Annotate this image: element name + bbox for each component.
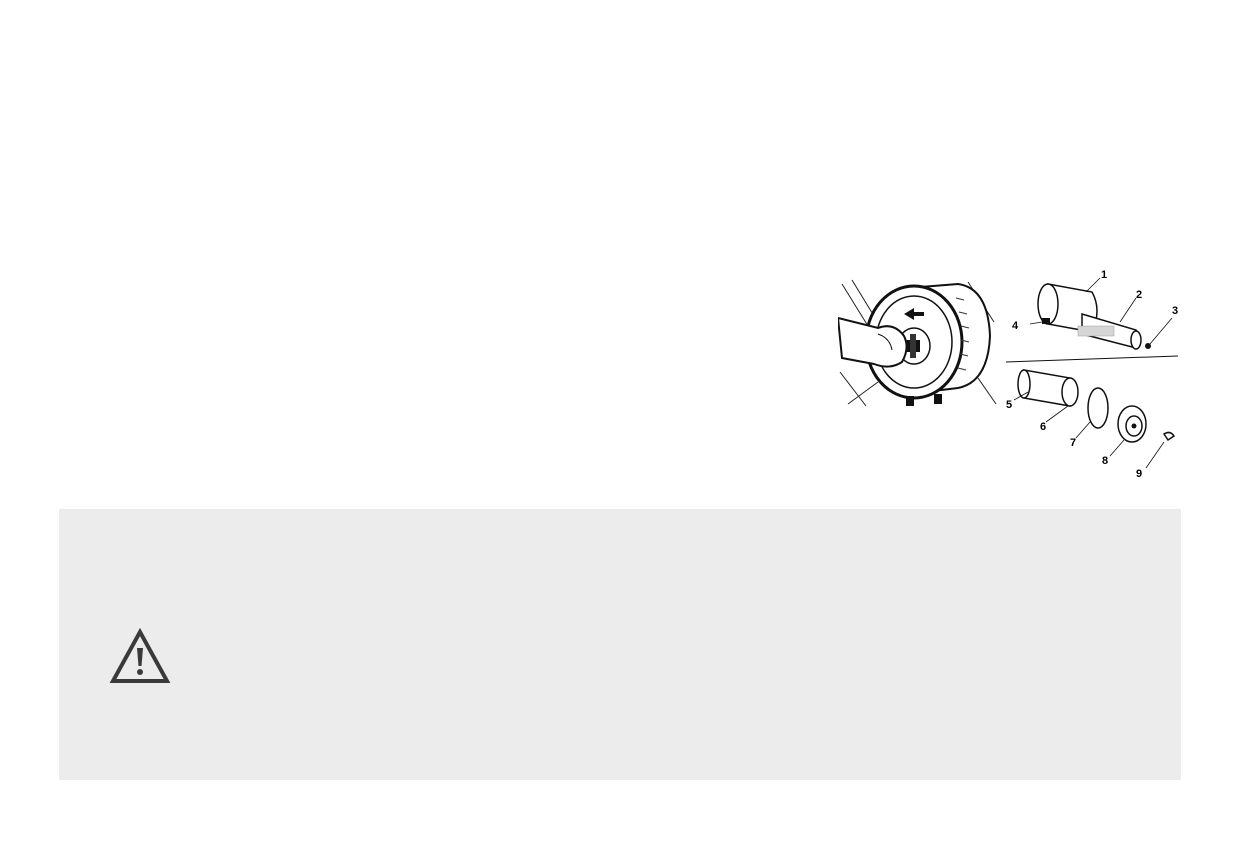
hand-turning-filter-cover-photo — [838, 279, 997, 407]
callout-6: 6 — [1040, 421, 1046, 433]
callout-7: 7 — [1070, 437, 1076, 449]
callout-2: 2 — [1136, 289, 1142, 301]
callout-9: 9 — [1136, 468, 1142, 480]
callout-8: 8 — [1102, 455, 1108, 467]
callout-5: 5 — [1006, 399, 1012, 411]
air-filter-exploded-diagram: 1 2 3 4 5 6 7 8 9 — [1005, 269, 1178, 480]
warning-panel — [59, 509, 1181, 780]
warning-triangle-icon — [109, 628, 171, 683]
callout-1: 1 — [1101, 269, 1107, 281]
callout-3: 3 — [1172, 305, 1178, 317]
callout-4: 4 — [1012, 320, 1019, 332]
